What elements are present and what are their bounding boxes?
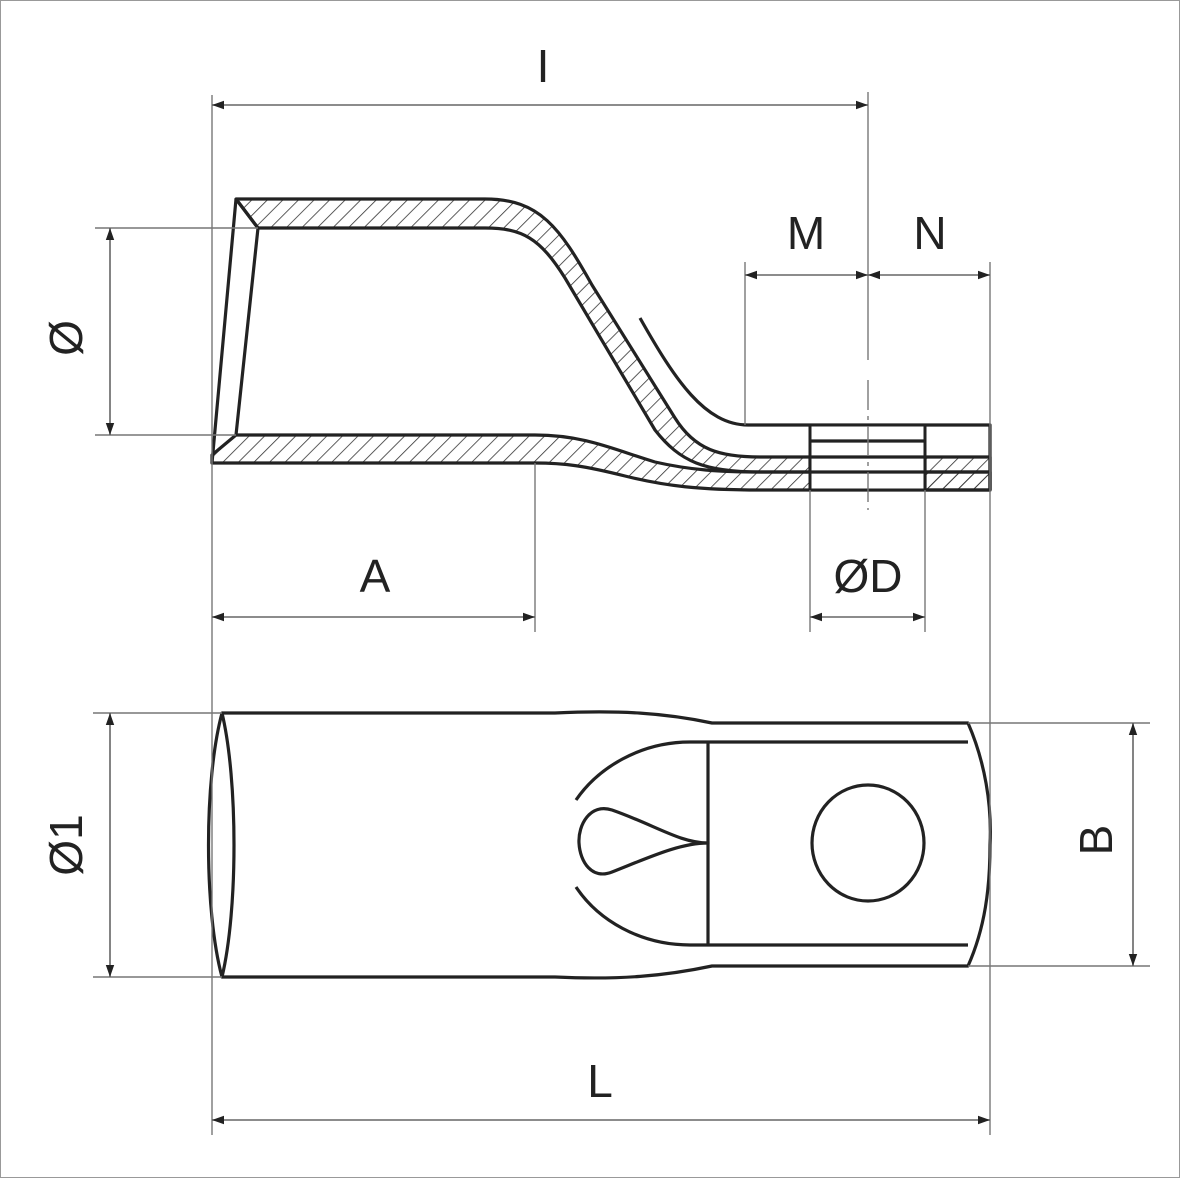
bottom-wall-hatched	[210, 433, 992, 492]
label-M: M	[787, 207, 825, 259]
top-view	[206, 710, 992, 980]
tongue-outline	[638, 317, 992, 490]
label-N: N	[913, 207, 946, 259]
top-wall-hatched	[234, 197, 812, 474]
label-diameter1: Ø1	[40, 814, 92, 875]
label-L: L	[587, 1055, 613, 1107]
label-D: ØD	[834, 550, 903, 602]
crimp-arc-top	[574, 740, 691, 801]
label-I: I	[537, 40, 550, 92]
label-B: B	[1070, 825, 1122, 856]
crimp-arc-bottom	[574, 886, 691, 947]
side-section-view	[210, 197, 992, 492]
label-A: A	[360, 550, 391, 602]
label-diameter: Ø	[40, 320, 92, 356]
bolt-hole	[810, 783, 926, 903]
inspection-hole	[577, 807, 710, 876]
dimension-lines	[105, 100, 1138, 1125]
dimension-labels: I M N Ø A ØD Ø1 B L	[40, 40, 1122, 1107]
lug-outline	[222, 710, 992, 980]
barrel-left-end	[210, 198, 260, 464]
palm-inner	[690, 740, 968, 947]
